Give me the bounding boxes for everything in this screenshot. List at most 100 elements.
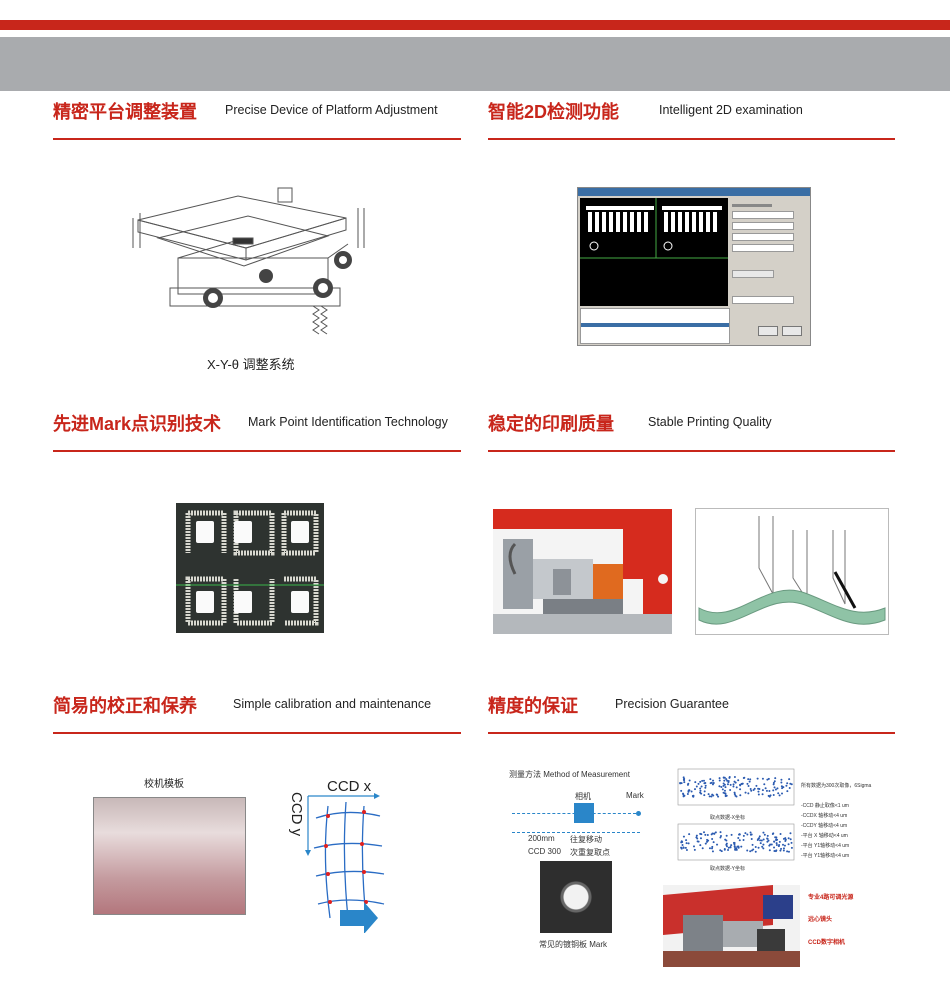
- scatter-dot: [780, 781, 783, 784]
- scatter-dot: [765, 789, 768, 792]
- scatter-dot: [747, 778, 750, 781]
- top-gray-band: [0, 37, 950, 91]
- scatter-dot: [754, 850, 757, 853]
- scatter-dot: [711, 850, 714, 853]
- scatter-dot: [744, 832, 747, 835]
- scatter-dot: [732, 785, 735, 788]
- scatter-dot: [790, 841, 793, 844]
- section-header-platform: 精密平台调整装置 Precise Device of Platform Adju…: [53, 98, 461, 140]
- scatter-dot: [704, 784, 707, 787]
- scatter-dot: [762, 838, 765, 841]
- section-header-precision: 精度的保证 Precision Guarantee: [488, 692, 895, 734]
- scatter-dot: [727, 848, 730, 851]
- scatter-dot: [722, 776, 725, 779]
- mark-label: Mark: [626, 791, 644, 800]
- scatter-chart-y: [677, 823, 795, 861]
- move-arrow: [512, 832, 640, 833]
- measurement-method: 测量方法 Method of Measurement: [509, 770, 630, 779]
- stat-line: -CCD 静止取像<1 um: [801, 803, 849, 809]
- scatter-dot: [746, 782, 749, 785]
- scatter-dot: [761, 845, 764, 848]
- scatter-dot: [727, 846, 730, 849]
- scatter-dot: [787, 843, 790, 846]
- scatter-dot: [773, 849, 776, 852]
- scatter-dot: [742, 839, 745, 842]
- scatter-dot: [712, 841, 715, 844]
- section-title-en: Stable Printing Quality: [648, 415, 772, 429]
- scatter-dot: [692, 845, 695, 848]
- move-label: 往复移动: [570, 835, 602, 844]
- scatter-dot: [683, 781, 686, 784]
- section-title-zh: 精密平台调整装置: [53, 102, 197, 122]
- scatter-dot: [699, 789, 702, 792]
- title-bar: [578, 188, 810, 196]
- scatter-dot: [706, 838, 709, 841]
- scatter-dot: [734, 794, 737, 797]
- scatter-dot: [701, 779, 704, 782]
- scatter-dot: [779, 833, 782, 836]
- scatter-dot: [719, 834, 722, 837]
- scatter-dot: [737, 779, 740, 782]
- scatter-dot: [713, 832, 716, 835]
- cancel-button[interactable]: [782, 326, 802, 336]
- machine-label-lens: 远心镜头: [808, 917, 833, 923]
- scatter-dot: [739, 784, 742, 787]
- stat-line: -平台 Y1轴移动<4 um: [801, 843, 850, 849]
- scatter-dot: [733, 780, 736, 783]
- scatter-dot: [729, 846, 732, 849]
- scatter-dot: [695, 836, 698, 839]
- ok-button[interactable]: [758, 326, 778, 336]
- scatter-dot: [699, 787, 702, 790]
- scatter-dot: [703, 794, 706, 797]
- scatter-dot: [720, 850, 723, 853]
- scatter-dot: [783, 844, 786, 847]
- scatter-dot: [729, 789, 732, 792]
- scatter-dot: [719, 836, 722, 839]
- scatter-dot: [723, 848, 726, 851]
- mark-point-image: [176, 503, 324, 633]
- section-title-en: Simple calibration and maintenance: [233, 697, 432, 711]
- scatter-dot: [722, 784, 725, 787]
- repeat-label: 次重复取点: [570, 848, 610, 857]
- scatter-dot: [705, 840, 708, 843]
- scatter-dot: [727, 781, 730, 784]
- scatter-dot: [699, 837, 702, 840]
- scatter-dot: [766, 840, 769, 843]
- stat-line: -CCDX 轴移动<4 um: [801, 813, 848, 819]
- camera-label: 相机: [575, 792, 591, 801]
- scatter-dot: [746, 833, 749, 836]
- scatter-dot: [760, 839, 763, 842]
- copper-plate-photo: [540, 861, 612, 933]
- section-header-2d: 智能2D检测功能 Intelligent 2D examination: [488, 98, 895, 140]
- scatter-dot: [685, 839, 688, 842]
- scatter-dot: [749, 778, 752, 781]
- scatter-dot: [714, 831, 717, 834]
- scatter-dot: [782, 837, 785, 840]
- scatter-dot: [704, 842, 707, 845]
- scatter-dot: [685, 848, 688, 851]
- scatter-dot: [757, 790, 760, 793]
- scatter-dot: [733, 776, 736, 779]
- scatter-dot: [710, 781, 713, 784]
- scatter-dot: [757, 787, 760, 790]
- scatter-dot: [704, 833, 707, 836]
- ccd-x-label: CCD x: [327, 778, 372, 795]
- scatter-dot: [778, 840, 781, 843]
- scatter-dot: [756, 838, 759, 841]
- scatter-dot: [687, 842, 690, 845]
- scatter-dot: [684, 846, 687, 849]
- stat-line: -平台 Y1轴移动<4 um: [801, 853, 850, 859]
- scatter-dot: [718, 785, 721, 788]
- scatter-dot: [722, 782, 725, 785]
- scatter-dot: [773, 786, 776, 789]
- scatter-dot: [682, 835, 685, 838]
- scatter-dot: [742, 776, 745, 779]
- scatter-dot: [730, 833, 733, 836]
- camera-image: [580, 198, 728, 259]
- scatter-dot: [739, 788, 742, 791]
- section-title-zh: 先进Mark点识别技术: [53, 414, 222, 434]
- scatter-dot: [724, 786, 727, 789]
- ccd-y-label: CCD y: [288, 792, 305, 837]
- scatter-dot: [725, 839, 728, 842]
- scatter-dot: [749, 787, 752, 790]
